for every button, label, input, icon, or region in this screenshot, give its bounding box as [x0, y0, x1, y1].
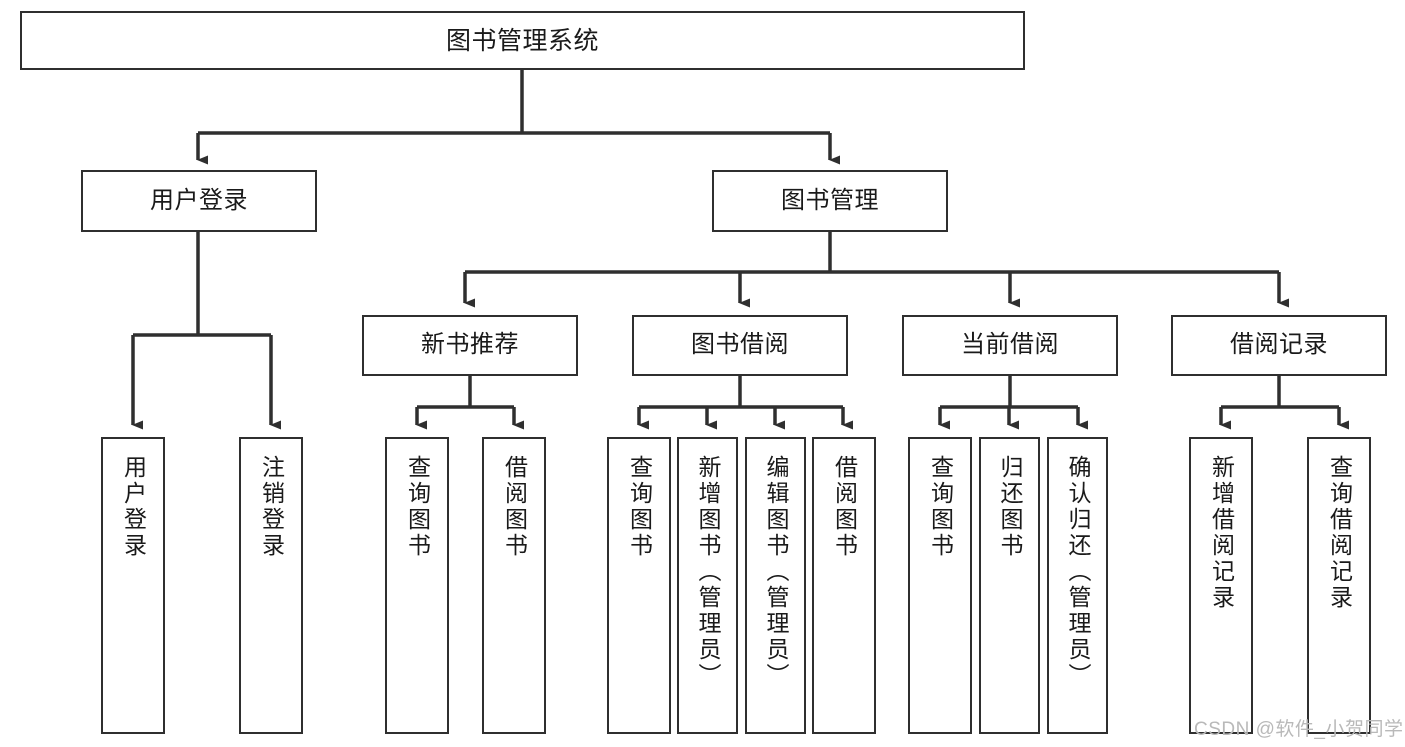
leaf-current-borrow-confirm-return[interactable]: 确认归还（管理员）: [1047, 437, 1108, 734]
leaf-current-borrow-return[interactable]: 归还图书: [979, 437, 1040, 734]
leaf-user-login-login[interactable]: 用户登录: [101, 437, 165, 734]
node-label: 图书借阅: [691, 331, 789, 359]
node-label: 查询借阅记录: [1326, 455, 1353, 611]
leaf-book-borrow-borrow[interactable]: 借阅图书: [812, 437, 876, 734]
leaf-current-borrow-query[interactable]: 查询图书: [908, 437, 972, 734]
node-label: 归还图书: [997, 455, 1023, 559]
node-label: 查询图书: [404, 455, 431, 559]
node-label: 确认归还（管理员）: [1065, 455, 1091, 689]
leaf-book-borrow-query[interactable]: 查询图书: [607, 437, 671, 734]
node-borrow-record[interactable]: 借阅记录: [1171, 315, 1387, 376]
leaf-borrow-record-add[interactable]: 新增借阅记录: [1189, 437, 1253, 734]
node-label: 图书管理: [781, 186, 879, 214]
node-label: 新增借阅记录: [1208, 455, 1235, 611]
node-current-borrow[interactable]: 当前借阅: [902, 315, 1118, 376]
node-root-system[interactable]: 图书管理系统: [20, 11, 1025, 70]
node-label: 用户登录: [120, 455, 147, 559]
node-label: 新书推荐: [421, 331, 519, 359]
node-user-login[interactable]: 用户登录: [81, 170, 317, 232]
node-label: 查询图书: [927, 455, 954, 559]
leaf-borrow-record-query[interactable]: 查询借阅记录: [1307, 437, 1371, 734]
watermark-text: CSDN @软件_小贺同学: [1194, 719, 1404, 740]
node-label: 编辑图书（管理员）: [763, 455, 789, 689]
leaf-book-borrow-edit[interactable]: 编辑图书（管理员）: [745, 437, 806, 734]
node-book-borrow[interactable]: 图书借阅: [632, 315, 848, 376]
node-label: 借阅图书: [831, 455, 858, 559]
node-new-book-recommend[interactable]: 新书推荐: [362, 315, 578, 376]
node-label: 当前借阅: [961, 331, 1059, 359]
node-label: 图书管理系统: [445, 26, 599, 55]
node-label: 借阅图书: [501, 455, 528, 559]
leaf-new-book-query[interactable]: 查询图书: [385, 437, 449, 734]
node-label: 注销登录: [258, 455, 285, 559]
leaf-book-borrow-add[interactable]: 新增图书（管理员）: [677, 437, 738, 734]
node-label: 查询图书: [626, 455, 653, 559]
node-label: 用户登录: [150, 186, 248, 214]
leaf-user-login-logout[interactable]: 注销登录: [239, 437, 303, 734]
node-book-management[interactable]: 图书管理: [712, 170, 948, 232]
leaf-new-book-borrow[interactable]: 借阅图书: [482, 437, 546, 734]
node-label: 借阅记录: [1230, 331, 1328, 359]
node-label: 新增图书（管理员）: [695, 455, 721, 689]
